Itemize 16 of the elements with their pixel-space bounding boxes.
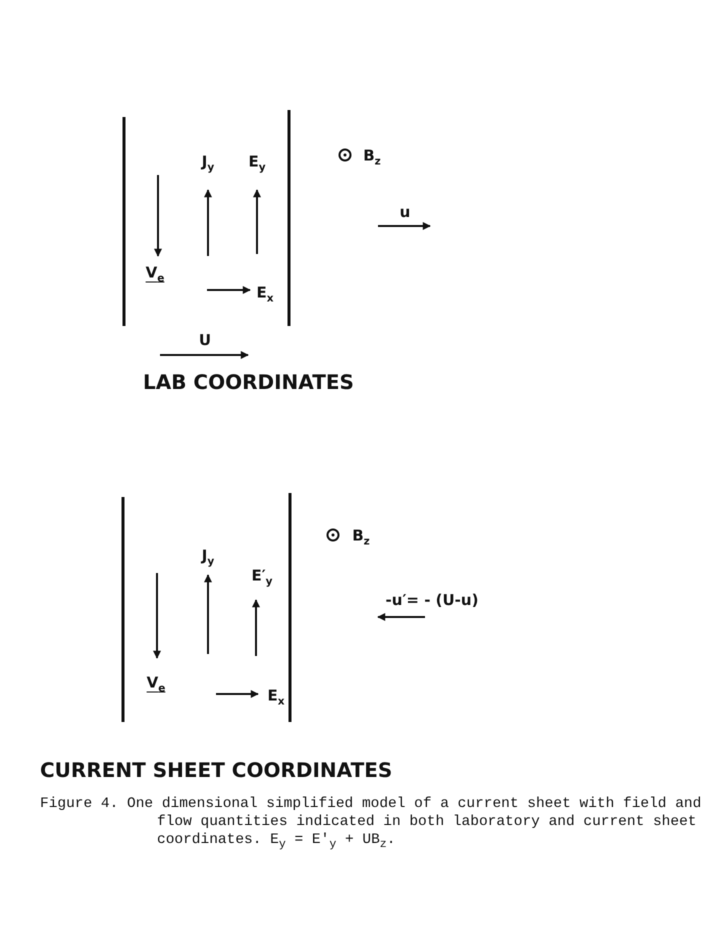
vector-label: E$_{y}$ — [248, 152, 266, 174]
figure-caption: Figure 4. One dimensional simplified model of a current sheet with field and flow quantities indicated in both laboratory and current sheet coordinates. E$_{y}$ = E'$_{y}$ + UB$_{z}$. — [40, 795, 702, 853]
vector-label: B$_{z}$ — [363, 146, 381, 168]
vector-label: U — [198, 331, 212, 349]
panel-title: CURRENT SHEET COORDINATES — [40, 758, 392, 782]
vector-label: J$_{y}$ — [202, 152, 214, 174]
vector-label: -u′= - (U-u) — [386, 591, 478, 609]
panel-title: LAB COORDINATES — [143, 370, 354, 394]
vector-label: u — [400, 203, 410, 221]
vector-label: E$_{x}$ — [256, 284, 274, 304]
vector-label: V$_{e}$ — [146, 674, 166, 694]
vector-label: B$_{z}$ — [352, 526, 370, 548]
vector-label: E$_{x}$ — [267, 686, 285, 708]
vector-label: V$_{e}$ — [146, 264, 164, 284]
vector-label: J$_{y}$ — [202, 546, 214, 568]
vector-label: E′$_{y}$ — [251, 566, 273, 588]
